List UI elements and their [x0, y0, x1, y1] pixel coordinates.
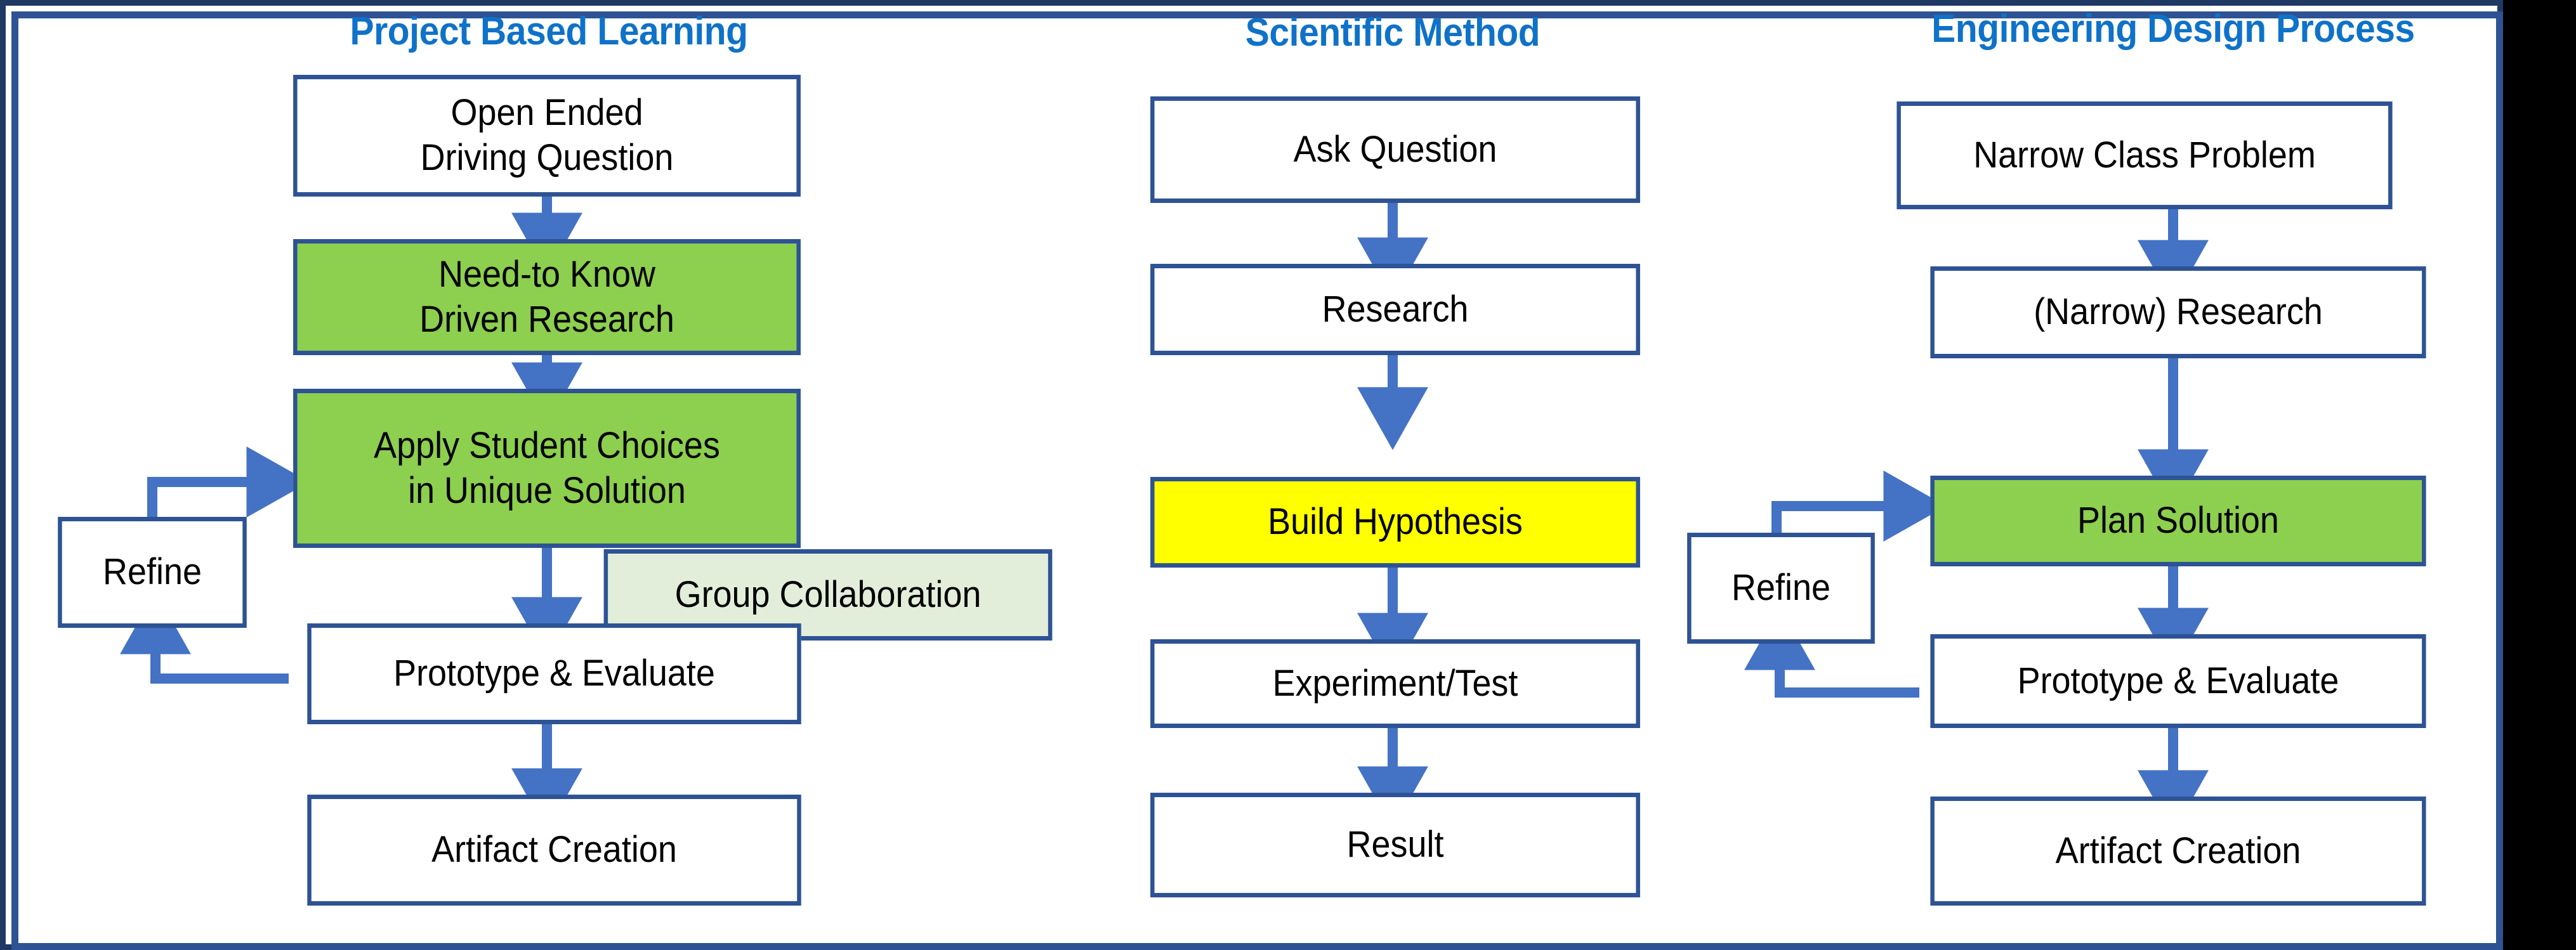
node-line: Prototype & Evaluate — [393, 653, 715, 694]
node-pbl-refine: Refine — [58, 517, 247, 628]
node-line: Group Collaboration — [674, 573, 982, 615]
node-experiment-test: Experiment/Test — [1150, 639, 1640, 728]
arrow-edp-refine-in — [1744, 607, 1919, 698]
node-edp-prototype-evaluate: Prototype & Evaluate — [1930, 634, 2426, 728]
node-line: Research — [1322, 288, 1469, 330]
node-line: Open Ended — [450, 92, 643, 134]
node-pbl-artifact-creation: Artifact Creation — [307, 795, 801, 906]
diagram-content: Project Based Learning Open Ended Drivin… — [58, 7, 2426, 906]
node-line: Prototype & Evaluate — [2017, 660, 2339, 701]
node-result: Result — [1150, 793, 1640, 897]
node-line: Artifact Creation — [2055, 830, 2301, 871]
node-narrow-class-problem: Narrow Class Problem — [1896, 101, 2393, 209]
node-build-hypothesis: Build Hypothesis — [1150, 477, 1640, 568]
node-line: Artifact Creation — [431, 829, 677, 871]
node-line: Plan Solution — [2077, 500, 2279, 542]
node-line: Need-to Know — [438, 253, 655, 295]
node-pbl-prototype-evaluate: Prototype & Evaluate — [307, 623, 801, 724]
node-line: Build Hypothesis — [1268, 501, 1523, 543]
node-line: Experiment/Test — [1272, 662, 1518, 704]
node-edp-refine: Refine — [1687, 533, 1875, 644]
node-line: Refine — [1732, 567, 1830, 609]
node-line: Result — [1346, 824, 1444, 866]
node-line: in Unique Solution — [408, 469, 686, 511]
node-line: Ask Question — [1293, 128, 1497, 170]
node-line: Driving Question — [420, 137, 674, 178]
node-line: Narrow Class Problem — [1973, 134, 2316, 176]
node-need-to-know-driven-research: Need-to Know Driven Research — [293, 239, 801, 355]
node-line: Apply Student Choices — [374, 424, 720, 466]
column-title-scientific-method: Scientific Method — [1245, 11, 1541, 55]
node-apply-student-choices: Apply Student Choices in Unique Solution — [293, 389, 801, 548]
node-line: Refine — [103, 551, 202, 593]
node-edp-artifact-creation: Artifact Creation — [1930, 797, 2426, 906]
node-plan-solution: Plan Solution — [1930, 476, 2426, 566]
column-title-project-based-learning: Project Based Learning — [350, 10, 748, 53]
node-narrow-research: (Narrow) Research — [1930, 266, 2426, 358]
node-sm-research: Research — [1150, 264, 1640, 355]
column-title-engineering-design-process: Engineering Design Process — [1931, 7, 2415, 51]
node-ask-question: Ask Question — [1150, 96, 1640, 203]
node-line: Driven Research — [419, 298, 674, 340]
node-group-collaboration: Group Collaboration — [603, 549, 1053, 641]
node-open-ended-driving-question: Open Ended Driving Question — [293, 75, 801, 197]
node-line: (Narrow) Research — [2034, 291, 2323, 333]
arrow-pbl-refine-in — [120, 591, 289, 684]
